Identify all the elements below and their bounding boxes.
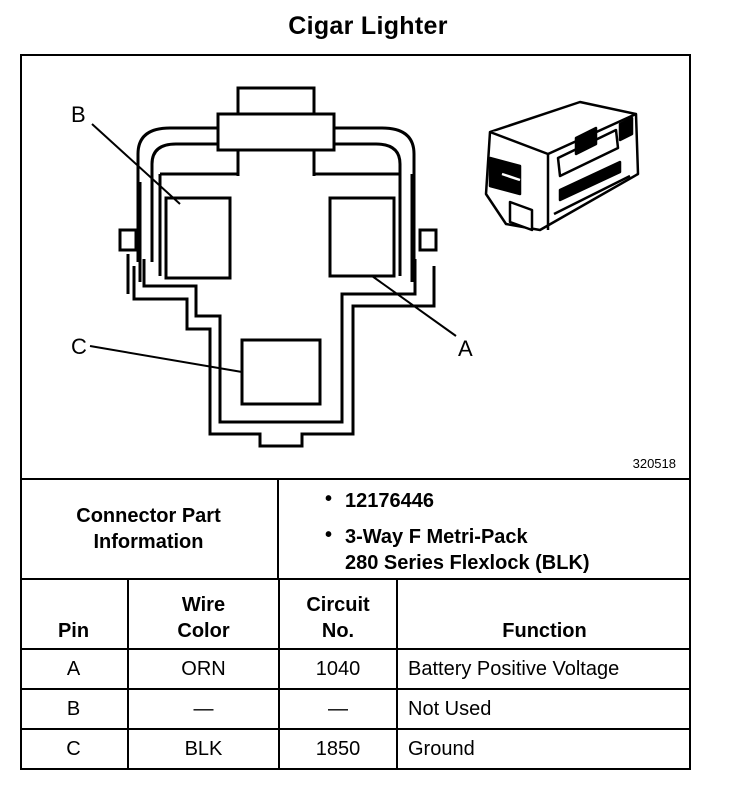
left-tab bbox=[118, 228, 138, 252]
cell-function: Not Used bbox=[396, 688, 691, 730]
header-function: Function bbox=[396, 580, 691, 650]
bullet-description: • bbox=[325, 524, 333, 546]
connector-body-outline bbox=[126, 254, 436, 448]
cell-wire-color: BLK bbox=[127, 728, 280, 768]
cell-function: Ground bbox=[396, 728, 691, 768]
connector-info-details: • 12176446 • 3-Way F Metri-Pack 280 Seri… bbox=[279, 480, 691, 578]
table-row: B — — Not Used bbox=[20, 688, 691, 730]
cell-pin: B bbox=[20, 688, 129, 730]
figure-number: 320518 bbox=[632, 456, 676, 471]
cell-function: Battery Positive Voltage bbox=[396, 648, 691, 690]
diagram-title: Cigar Lighter bbox=[288, 12, 448, 40]
outer-handle bbox=[136, 126, 416, 262]
callout-a: A bbox=[458, 336, 473, 361]
cell-pin: A bbox=[20, 648, 129, 690]
cavity-c bbox=[240, 338, 322, 406]
callout-b: B bbox=[71, 102, 86, 127]
connector-isometric-view bbox=[484, 100, 640, 232]
part-number: 12176446 bbox=[345, 490, 434, 512]
figure-frame bbox=[20, 54, 691, 770]
leader-b bbox=[91, 123, 181, 205]
cavity-b bbox=[164, 196, 232, 280]
cell-circuit: 1040 bbox=[278, 648, 398, 690]
cavity-a bbox=[328, 196, 396, 278]
connector-face-drawing bbox=[89, 86, 640, 448]
top-latch bbox=[236, 86, 316, 116]
header-pin: Pin bbox=[20, 580, 129, 650]
cell-pin: C bbox=[20, 728, 129, 768]
connector-diagram: B A C bbox=[20, 54, 691, 478]
callout-c: C bbox=[71, 334, 87, 359]
connector-info-label: Connector Part Information bbox=[20, 480, 279, 578]
connector-description-line2: 280 Series Flexlock (BLK) bbox=[345, 552, 590, 574]
table-row: A ORN 1040 Battery Positive Voltage bbox=[20, 648, 691, 690]
connector-info-label-line2: Information bbox=[93, 531, 204, 553]
cell-wire-color: ORN bbox=[127, 648, 280, 690]
connector-info-label-line1: Connector Part bbox=[76, 505, 221, 527]
cell-circuit: 1850 bbox=[278, 728, 398, 768]
cell-wire-color: — bbox=[127, 688, 280, 730]
connector-info-section: Connector Part Information • 12176446 • … bbox=[20, 478, 691, 580]
table-row: C BLK 1850 Ground bbox=[20, 728, 691, 768]
leader-a bbox=[371, 275, 457, 337]
bullet-part-number: • bbox=[325, 488, 333, 510]
cell-circuit: — bbox=[278, 688, 398, 730]
leader-c bbox=[89, 345, 243, 373]
right-tab bbox=[418, 228, 438, 252]
connector-description-line1: 3-Way F Metri-Pack bbox=[345, 526, 528, 548]
